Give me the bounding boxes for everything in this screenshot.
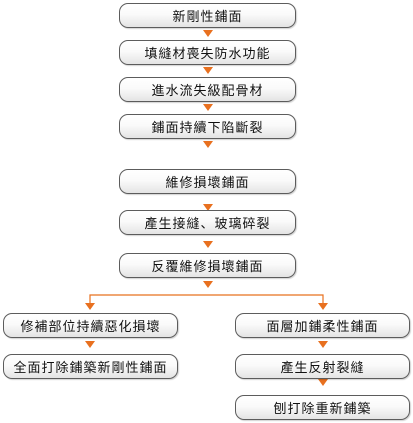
arrow-7 <box>203 281 213 288</box>
node-overlay-flexible-pavement: 面層加鋪柔性鋪面 <box>235 313 410 338</box>
node-sealant-loses-waterproofing: 填縫材喪失防水功能 <box>119 40 296 65</box>
arrow-left-1 <box>85 341 95 348</box>
main-arrows <box>203 30 213 288</box>
arrow-right-2 <box>318 379 328 386</box>
branch-arrow-right <box>318 303 328 310</box>
arrow-6 <box>203 241 213 248</box>
node-new-rigid-pavement: 新剛性鋪面 <box>119 3 296 28</box>
node-joint-glass-cracking: 產生接縫、玻璃碎裂 <box>119 210 296 235</box>
node-repair-damaged-pavement: 維修損壞鋪面 <box>119 169 296 194</box>
node-full-removal-new-rigid: 全面打除鋪築新剛性鋪面 <box>3 354 178 379</box>
node-pavement-settlement-fracture: 鋪面持續下陷斷裂 <box>119 114 296 139</box>
arrow-4 <box>203 141 213 148</box>
arrow-5 <box>203 204 213 211</box>
arrow-1 <box>203 30 213 37</box>
arrow-3 <box>203 104 213 111</box>
branch-arrow-left <box>85 303 95 310</box>
node-water-ingress-aggregate-loss: 進水流失級配骨材 <box>119 77 296 102</box>
node-mill-remove-repave: 刨打除重新鋪築 <box>235 395 410 420</box>
node-reflective-cracking: 產生反射裂縫 <box>235 354 410 379</box>
sub-arrows <box>85 341 328 386</box>
branch-line <box>89 294 324 305</box>
arrow-2 <box>203 67 213 74</box>
node-repeated-repair: 反覆維修損壞鋪面 <box>119 253 296 278</box>
arrow-right-1 <box>318 341 328 348</box>
node-repair-area-deteriorates: 修補部位持續惡化損壞 <box>3 313 178 338</box>
branch-connector <box>85 294 328 310</box>
